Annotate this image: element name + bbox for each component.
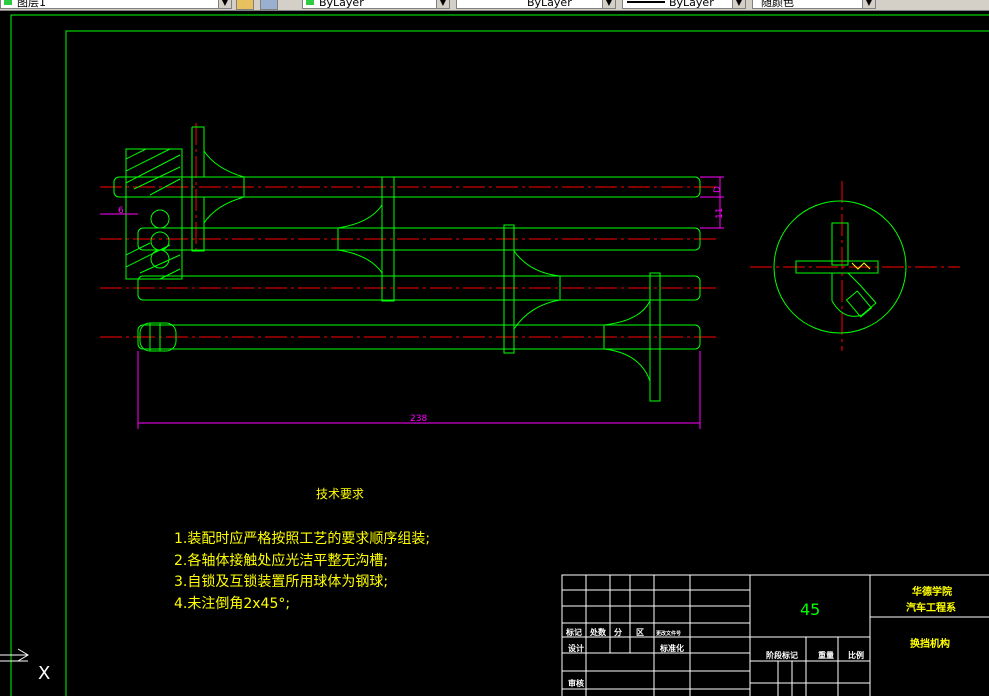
note-item: 2.各轴体接触处应光洁平整无沟槽; — [174, 552, 388, 569]
color-value: ByLayer — [319, 0, 364, 9]
tb-label-standardize: 标准化 — [659, 643, 684, 653]
tb-label-review: 审核 — [568, 678, 584, 688]
tb-label-change-doc: 更改文件号 — [656, 630, 681, 637]
centerlines — [100, 123, 960, 351]
chevron-down-icon[interactable]: ▼ — [862, 0, 875, 8]
layer-dropdown[interactable]: 图层1 ▼ — [0, 0, 232, 9]
tb-label-design: 设计 — [568, 643, 584, 653]
detail-view — [773, 200, 907, 334]
dim-overall-length: 238 — [410, 414, 427, 424]
department-name: 汽车工程系 — [906, 601, 956, 614]
chevron-down-icon[interactable]: ▼ — [602, 0, 615, 8]
tb-label-stage-mark: 阶段标记 — [766, 650, 798, 660]
linetype-value: ByLayer — [527, 0, 572, 9]
properties-toolbar: 图层1 ▼ ByLayer ▼ ByLayer ▼ ByLayer ▼ 随颜色 … — [0, 0, 989, 11]
ucs-x-label: X — [38, 663, 50, 684]
layer-color-swatch — [4, 0, 12, 5]
lineweight-dropdown[interactable]: ByLayer ▼ — [622, 0, 746, 9]
linetype-dropdown[interactable]: ByLayer ▼ — [456, 0, 616, 9]
tb-label-zone: 分 — [614, 627, 622, 637]
note-item: 1.装配时应严格按照工艺的要求顺序组装; — [174, 530, 430, 547]
color-swatch — [306, 0, 314, 5]
lineweight-value: ByLayer — [669, 0, 714, 9]
tb-label-mark: 标记 — [565, 627, 582, 637]
note-item: 4.未注倒角2x45°; — [174, 596, 290, 612]
school-name: 华德学院 — [912, 585, 952, 598]
tb-label-scale: 比例 — [848, 650, 864, 660]
shaft-assembly — [113, 126, 701, 402]
title-block — [561, 574, 989, 696]
outer-border — [10, 14, 989, 696]
tb-label-count: 处数 — [589, 627, 607, 637]
chevron-down-icon[interactable]: ▼ — [436, 0, 449, 8]
dim-left-offset: 6 — [118, 206, 124, 216]
tb-label-zone2: 区 — [636, 628, 644, 637]
layer-name: 图层1 — [17, 0, 46, 9]
material-value: 45 — [800, 600, 820, 619]
note-item: 3.自锁及互锁装置所用球体为钢球; — [174, 574, 388, 590]
plotstyle-dropdown[interactable]: 随颜色 ▼ — [752, 0, 876, 9]
chevron-down-icon[interactable]: ▼ — [732, 0, 745, 8]
ucs-icon — [0, 648, 29, 662]
color-dropdown[interactable]: ByLayer ▼ — [302, 0, 450, 9]
chevron-down-icon[interactable]: ▼ — [218, 0, 231, 8]
lineweight-sample — [627, 1, 665, 3]
notes-heading: 技术要求 — [316, 487, 364, 501]
drawing-name: 换挡机构 — [910, 637, 950, 650]
dim-diameter: D — [713, 186, 723, 193]
layer-manager-icon[interactable] — [260, 0, 278, 10]
tb-label-weight: 重量 — [818, 650, 834, 660]
drawing-canvas[interactable]: 238 6 D 11 技术要求 1.装配时应严格按照工艺的要求顺序组装; 2.各… — [0, 11, 989, 696]
dim-spacing: 11 — [715, 208, 725, 219]
plotstyle-value: 随颜色 — [761, 0, 794, 9]
dimension-lines — [100, 176, 724, 429]
layer-states-icon[interactable] — [236, 0, 254, 10]
inner-frame — [65, 30, 989, 696]
